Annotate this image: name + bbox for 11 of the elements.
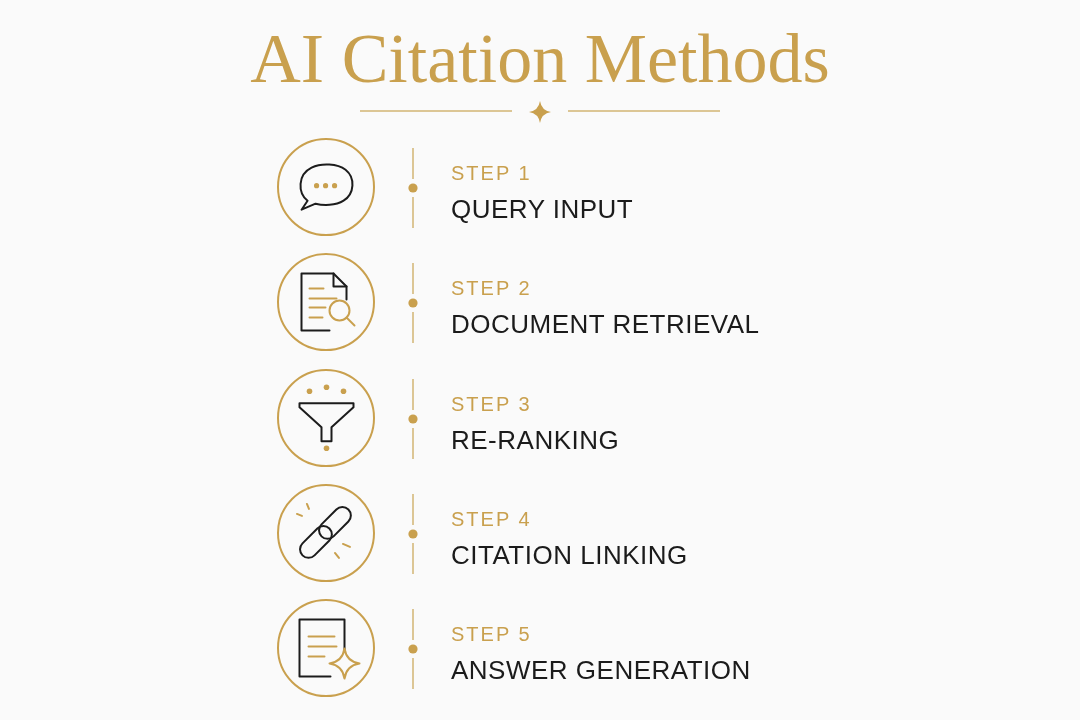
step-label: STEP 3 bbox=[451, 393, 532, 414]
step-title: QUERY INPUT bbox=[451, 196, 634, 222]
step-title: CITATION LINKING bbox=[451, 541, 688, 568]
step-label: STEP 1 bbox=[451, 163, 532, 183]
step-label: STEP 4 bbox=[451, 508, 532, 529]
step-title: RE-RANKING bbox=[451, 426, 620, 453]
title: AI Citation Methods bbox=[250, 24, 830, 94]
step-title: DOCUMENT RETRIEVAL bbox=[451, 311, 760, 338]
step-label: STEP 2 bbox=[451, 278, 532, 299]
step-title: ANSWER GENERATION bbox=[451, 657, 751, 684]
step-label: STEP 5 bbox=[451, 624, 532, 645]
